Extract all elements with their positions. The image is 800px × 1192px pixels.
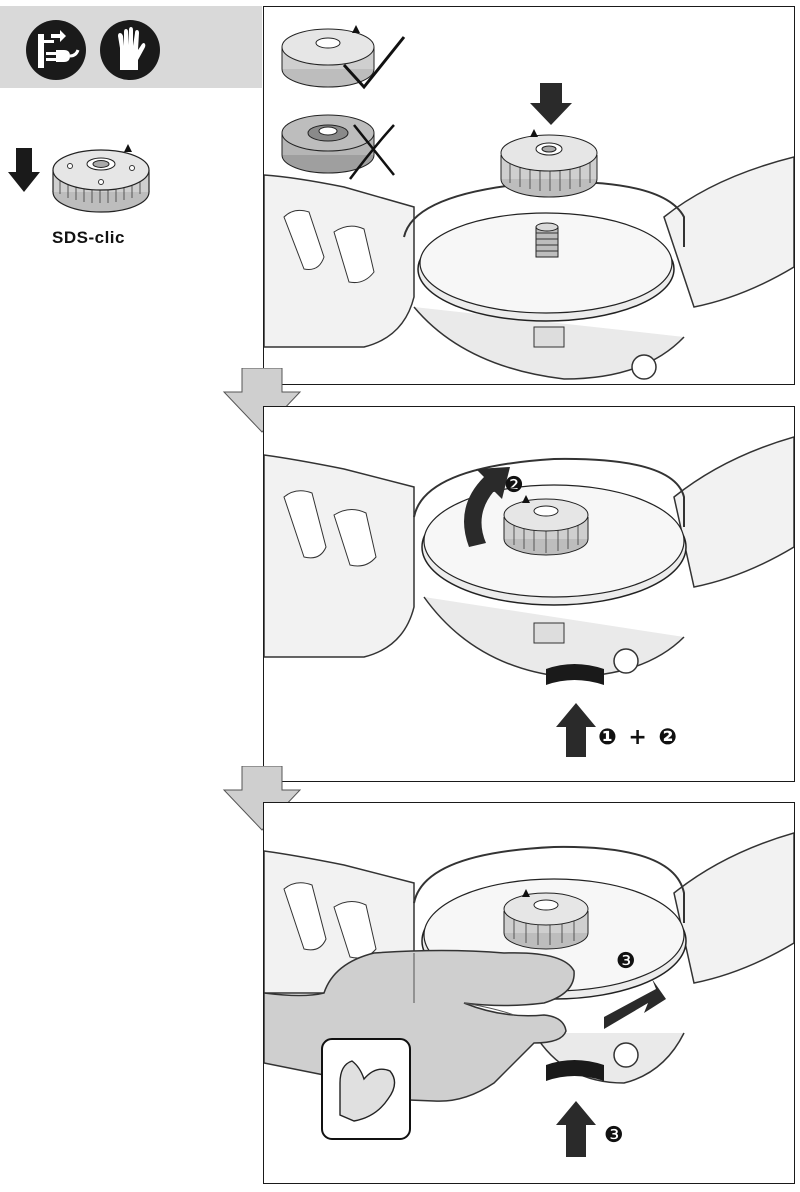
step3-marker-bottom: ❸ [604,1123,624,1148]
product-label: SDS-clic [52,228,125,247]
wrong-orientation-flange [281,114,375,174]
gloves-icon [100,20,160,80]
check-mark-icon [342,36,406,90]
unplug-icon [26,20,86,80]
step-panel-1 [263,6,795,385]
step1-illustration [264,25,794,380]
step1-number: ❶ [598,725,619,750]
step-panel-2: ❷ ❶ + ❷ [263,406,795,782]
sds-clic-flange-illustration [52,144,150,213]
cross-mark-icon [349,124,395,180]
down-arrow-icon [8,148,40,192]
step2-marker: ❷ [504,473,524,498]
plus-sign: + [628,725,649,750]
step12-label: ❶ + ❷ [598,725,679,750]
step3-marker-top: ❸ [616,949,636,974]
step2-number: ❷ [658,725,680,750]
flexed-arm-icon [339,1060,396,1122]
step3-illustration [264,832,794,1157]
step2-illustration [264,436,794,757]
step-panel-3: ❸ ❸ [263,802,795,1184]
correct-orientation-flange [281,25,375,88]
